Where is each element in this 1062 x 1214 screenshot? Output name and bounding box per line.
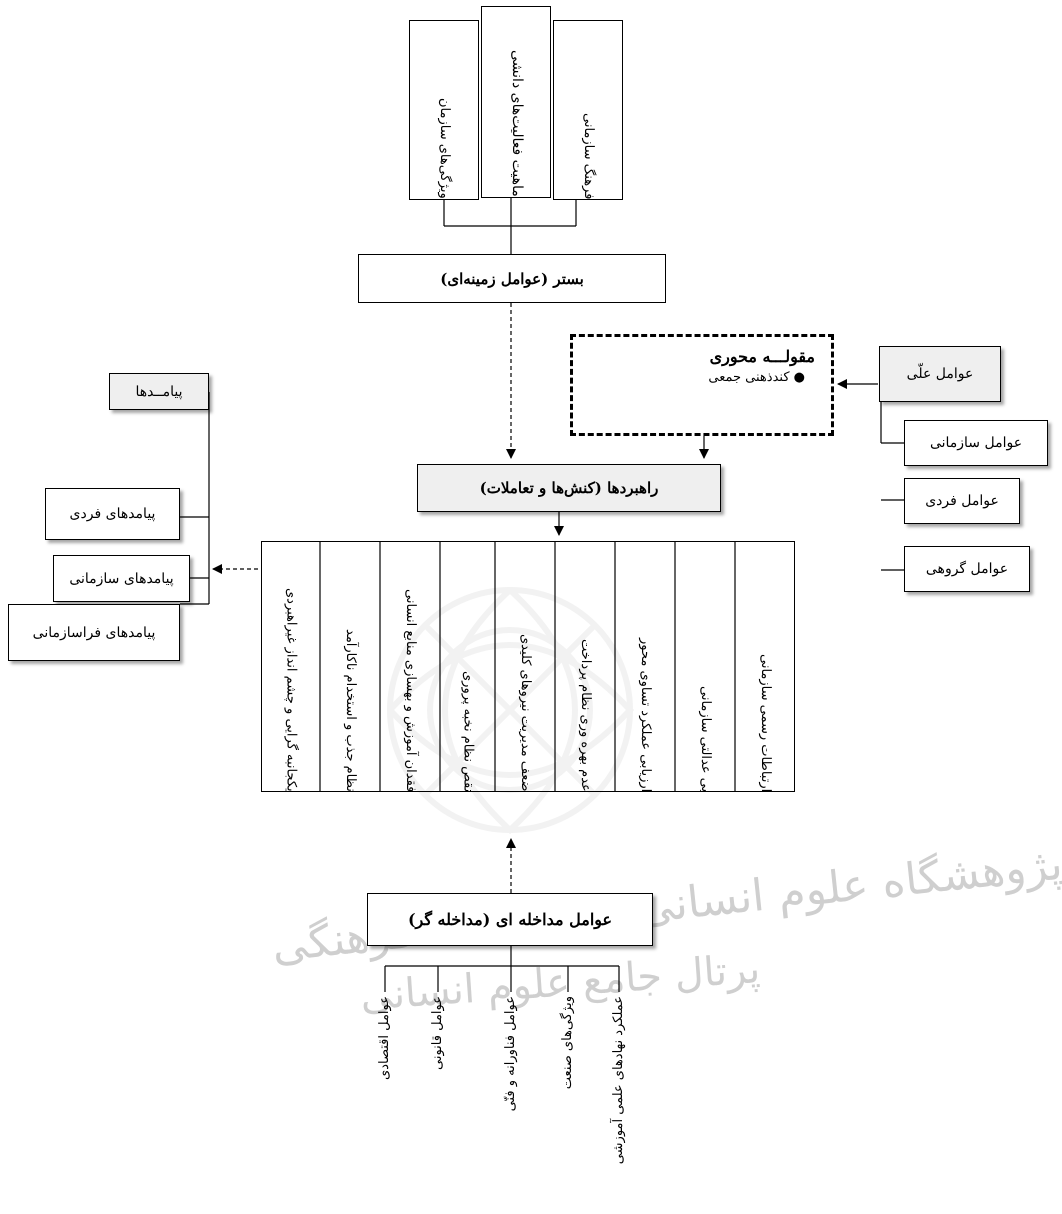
- causal-factors-box: عوامل علّی: [879, 346, 1001, 402]
- intervening-item: عملکرد نهادهای علمی آموزشی: [604, 996, 634, 1164]
- core-category-box: مقولـــه محوری ● کندذهنی جمعی: [570, 334, 834, 436]
- strategy-item: یکجانبه گرایی و چشم انداز غیراهبردی: [261, 541, 320, 792]
- outcome-item-organizational: پیامدهای سازمانی: [53, 555, 190, 602]
- strategy-item: ضعف مدیریت نیروهای کلیدی: [495, 541, 555, 792]
- strategy-item: ارتباطات رسمی سازمانی: [735, 541, 795, 792]
- strategy-columns-frame: [261, 541, 795, 792]
- intervening-item-label: ویژگی‌های صنعت: [559, 996, 575, 1090]
- context-factor-label: فرهنگ سازمانی: [581, 112, 597, 199]
- outcome-item-extra-organizational: پیامدهای فراسازمانی: [8, 604, 180, 661]
- strategy-item-label: ضعف مدیریت نیروهای کلیدی: [518, 634, 534, 792]
- causal-item-organizational: عوامل سازمانی: [904, 420, 1048, 466]
- intervening-box: عوامل مداخله ای (مداخله گر): [367, 893, 653, 946]
- core-category-title: مقولـــه محوری: [709, 347, 815, 366]
- strategy-item-label: ارتباطات رسمی سازمانی: [758, 653, 774, 792]
- strategy-item: بی عدالتی سازمانی: [675, 541, 735, 792]
- strategy-item: نقص نظام نخبه پروری: [440, 541, 495, 792]
- strategy-item-label: ارزیابی عملکرد تساوی محور: [638, 637, 654, 792]
- context-factor-org-culture: فرهنگ سازمانی: [553, 20, 623, 200]
- strategy-item: نظام جذب و استخدام ناکارآمد: [320, 541, 380, 792]
- intervening-item: ویژگی‌های صنعت: [553, 996, 583, 1089]
- strategy-item: فقدان آموزش و بهسازی منابع انسانی: [380, 541, 440, 792]
- outcomes-box: پیامــدها: [109, 373, 209, 410]
- strategy-item-label: فقدان آموزش و بهسازی منابع انسانی: [403, 588, 419, 792]
- strategy-item-label: یکجانبه گرایی و چشم انداز غیراهبردی: [283, 588, 299, 792]
- strategy-item-label: بی عدالتی سازمانی: [698, 685, 714, 792]
- outcome-item-individual: پیامدهای فردی: [45, 488, 180, 540]
- intervening-item-label: عوامل قانونی: [429, 996, 445, 1070]
- intervening-item: عوامل فناورانه و فنّی: [496, 996, 526, 1111]
- intervening-item-label: عوامل اقتصادی: [376, 996, 392, 1080]
- intervening-item-label: عملکرد نهادهای علمی آموزشی: [610, 996, 626, 1165]
- strategy-item-label: نقص نظام نخبه پروری: [460, 670, 476, 792]
- strategy-item-label: عدم بهره وری نظام پرداخت: [578, 639, 594, 792]
- strategy-item-label: نظام جذب و استخدام ناکارآمد: [343, 629, 359, 792]
- strategies-box: راهبردها (کنش‌ها و تعاملات): [417, 464, 721, 512]
- watermark-emblem: [387, 587, 635, 835]
- context-factor-org-features: ویژگی‌های سازمان: [409, 20, 479, 200]
- causal-item-individual: عوامل فردی: [904, 478, 1020, 524]
- core-category-item: ● کندذهنی جمعی: [589, 370, 815, 385]
- context-factor-label: ماهیت فعالیت‌های دانشی: [508, 50, 525, 197]
- intervening-item: عوامل قانونی: [423, 996, 453, 1070]
- core-item-label: کندذهنی جمعی: [708, 370, 790, 385]
- intervening-item-label: عوامل فناورانه و فنّی: [502, 996, 518, 1112]
- strategy-item: عدم بهره وری نظام پرداخت: [555, 541, 615, 792]
- context-factor-label: ویژگی‌های سازمان: [437, 98, 453, 199]
- context-box: بستر (عوامل زمینه‌ای): [358, 254, 666, 303]
- context-factor-knowledge-activities: ماهیت فعالیت‌های دانشی: [481, 6, 551, 198]
- strategy-item: ارزیابی عملکرد تساوی محور: [615, 541, 675, 792]
- intervening-item: عوامل اقتصادی: [370, 996, 400, 1080]
- bullet-icon: ●: [789, 370, 805, 385]
- causal-item-group: عوامل گروهی: [904, 546, 1030, 592]
